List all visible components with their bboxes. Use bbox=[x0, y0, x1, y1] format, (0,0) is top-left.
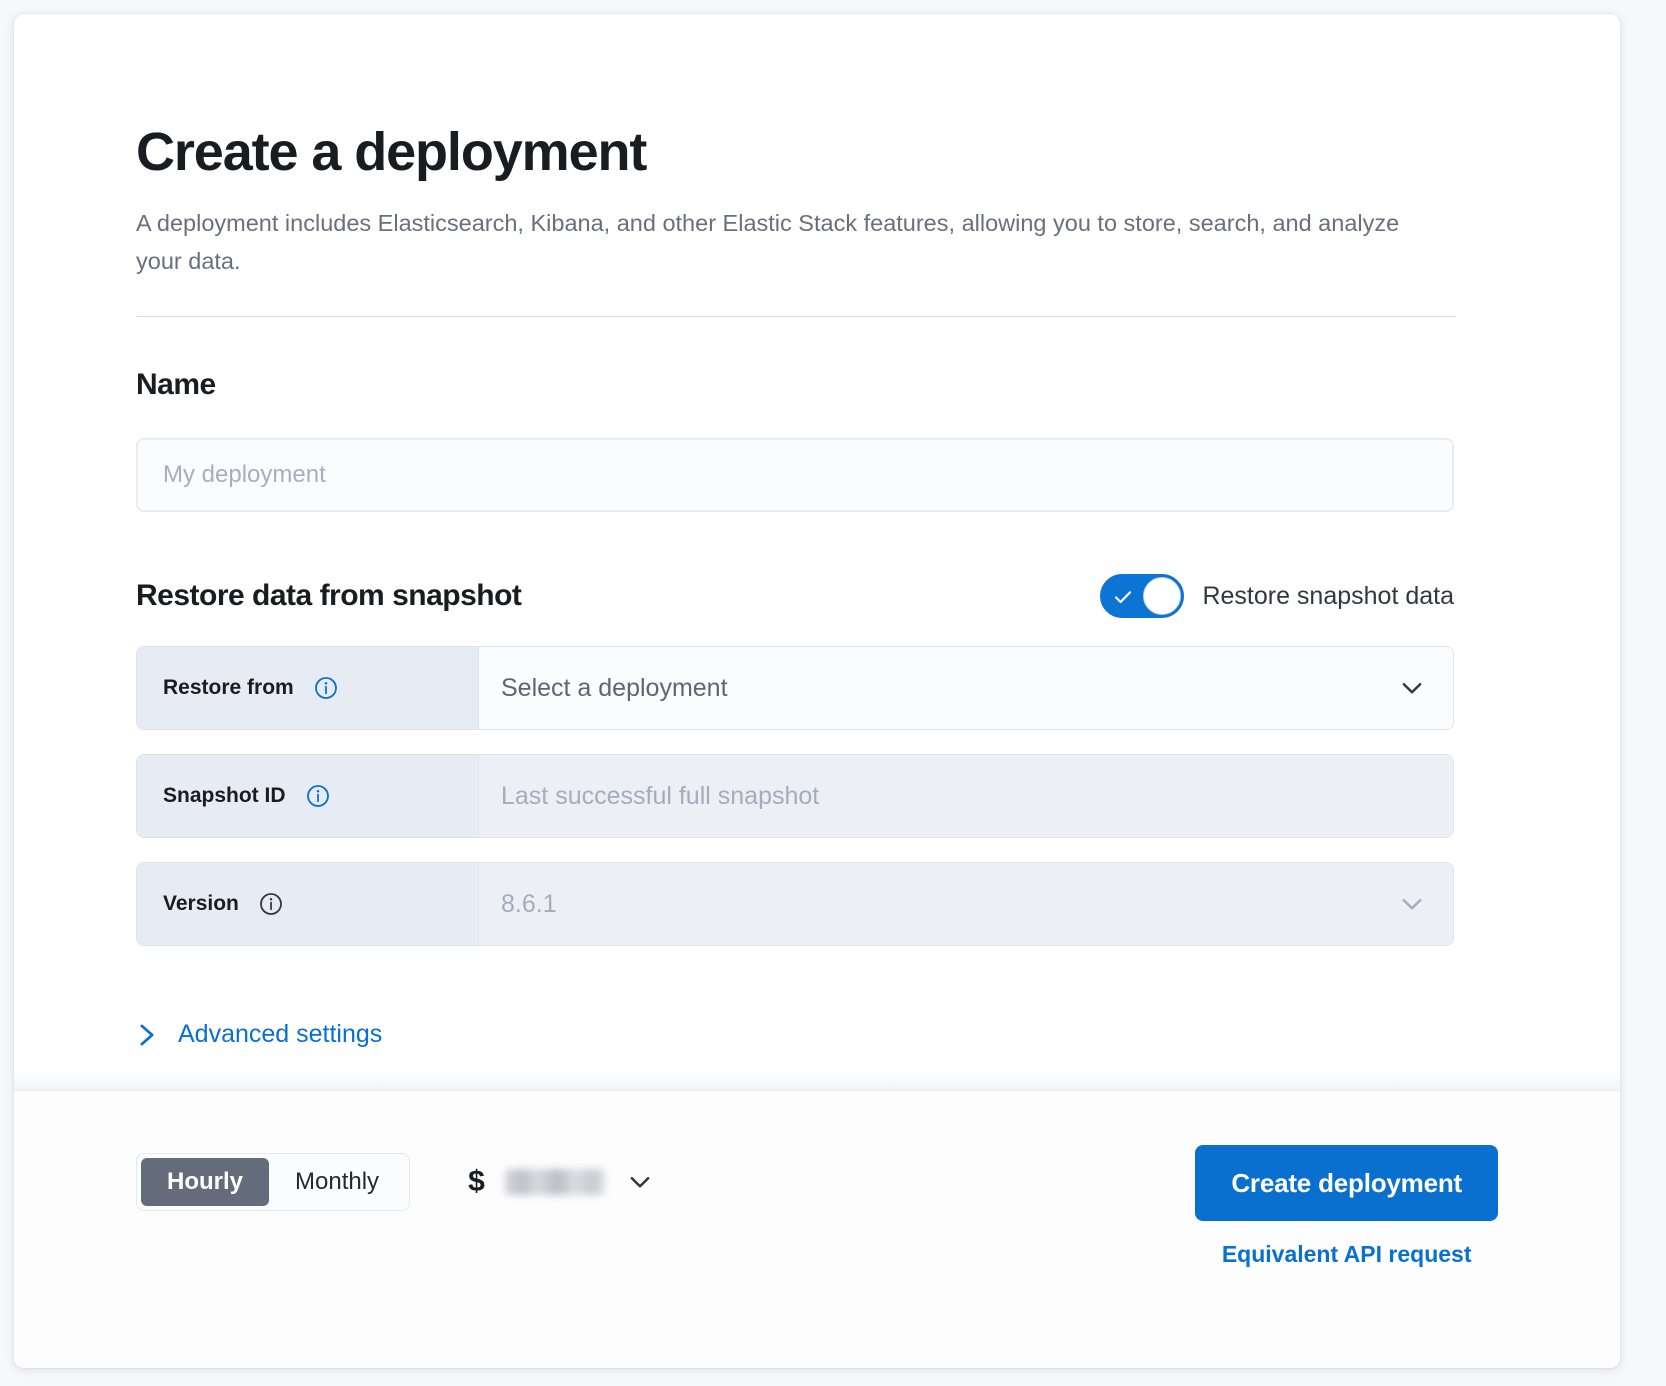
version-select[interactable]: 8.6.1 bbox=[479, 863, 1453, 945]
currency-symbol: $ bbox=[468, 1165, 485, 1198]
version-label-group: Version bbox=[137, 863, 479, 945]
equivalent-api-request-link[interactable]: Equivalent API request bbox=[1221, 1241, 1472, 1267]
create-deployment-button[interactable]: Create deployment bbox=[1195, 1145, 1498, 1221]
billing-period-toggle[interactable]: Hourly Monthly bbox=[136, 1153, 411, 1211]
snapshot-id-label-group: Snapshot ID bbox=[137, 755, 479, 837]
billing-option-hourly[interactable]: Hourly bbox=[141, 1158, 270, 1206]
price-display[interactable]: $ bbox=[468, 1165, 655, 1199]
version-row: Version 8.6.1 bbox=[136, 862, 1454, 946]
snapshot-id-value: Last successful full snapshot bbox=[501, 781, 820, 810]
restore-heading: Restore data from snapshot bbox=[136, 579, 522, 612]
deployment-name-input[interactable]: My deployment bbox=[136, 438, 1454, 512]
snapshot-id-input[interactable]: Last successful full snapshot bbox=[479, 755, 1453, 837]
restore-section-header: Restore data from snapshot Restore snaps… bbox=[136, 574, 1454, 618]
footer-right-actions: Create deployment Equivalent API request bbox=[1195, 1145, 1498, 1268]
version-value: 8.6.1 bbox=[501, 889, 557, 918]
restore-snapshot-toggle-label: Restore snapshot data bbox=[1202, 581, 1454, 610]
info-icon[interactable] bbox=[259, 892, 283, 916]
page-title: Create a deployment bbox=[136, 122, 647, 182]
info-icon[interactable] bbox=[306, 784, 330, 808]
price-amount-obscured bbox=[504, 1169, 605, 1195]
restore-from-row: Restore from Select a deployment bbox=[136, 646, 1454, 730]
page-subtitle: A deployment includes Elasticsearch, Kib… bbox=[136, 210, 1400, 274]
check-icon bbox=[1115, 591, 1132, 604]
card-body: Create a deployment A deployment include… bbox=[14, 14, 1620, 1090]
billing-option-monthly[interactable]: Monthly bbox=[295, 1168, 380, 1195]
snapshot-id-label: Snapshot ID bbox=[163, 784, 286, 807]
restore-from-select[interactable]: Select a deployment bbox=[479, 647, 1453, 729]
chevron-down-icon bbox=[1402, 683, 1422, 694]
header-divider bbox=[136, 316, 1456, 317]
advanced-settings-label: Advanced settings bbox=[178, 1020, 383, 1048]
chevron-down-icon[interactable] bbox=[625, 1167, 655, 1197]
chevron-down-icon bbox=[1402, 899, 1422, 910]
snapshot-id-row: Snapshot ID Last successful full snapsho… bbox=[136, 754, 1454, 838]
restore-from-label-group: Restore from bbox=[137, 647, 479, 729]
name-section: Name My deployment bbox=[136, 368, 1500, 512]
version-label: Version bbox=[163, 892, 239, 915]
footer-left-controls: Hourly Monthly $ bbox=[136, 1145, 655, 1211]
deployment-name-placeholder: My deployment bbox=[163, 461, 326, 488]
restore-from-value: Select a deployment bbox=[501, 673, 728, 702]
create-deployment-card: Create a deployment A deployment include… bbox=[14, 14, 1620, 1368]
chevron-right-icon bbox=[140, 1024, 154, 1045]
toggle-knob bbox=[1143, 577, 1182, 615]
advanced-settings-toggle[interactable]: Advanced settings bbox=[136, 1020, 382, 1049]
footer-bar: Hourly Monthly $ Create deployment Equiv… bbox=[14, 1071, 1620, 1368]
info-icon[interactable] bbox=[314, 676, 338, 700]
name-heading: Name bbox=[136, 368, 216, 401]
restore-from-label: Restore from bbox=[163, 676, 294, 699]
restore-snapshot-toggle-group[interactable]: Restore snapshot data bbox=[1100, 574, 1454, 618]
restore-snapshot-toggle[interactable] bbox=[1100, 574, 1185, 618]
footer-inner: Hourly Monthly $ Create deployment Equiv… bbox=[136, 1091, 1498, 1268]
